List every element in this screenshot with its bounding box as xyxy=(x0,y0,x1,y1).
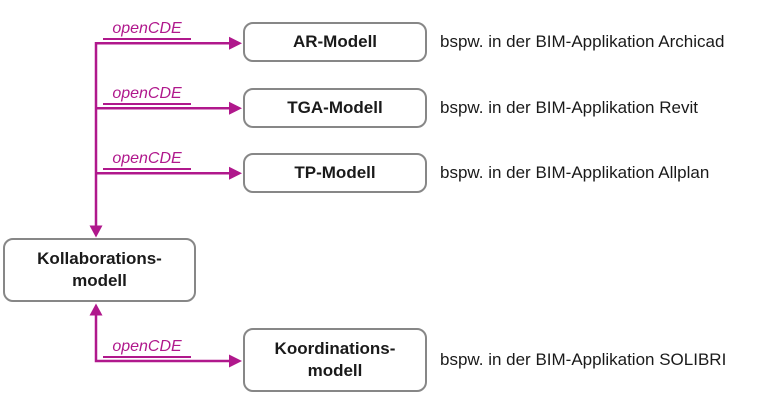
arrowhead-koordination xyxy=(229,354,242,368)
arrowhead-tga xyxy=(229,101,242,115)
node-koordinationsmodell: Koordinations- modell xyxy=(243,328,427,392)
opencde-label-koordination: openCDE xyxy=(103,338,191,358)
opencde-label-ar: openCDE xyxy=(103,20,191,40)
arrowhead-down-hub xyxy=(89,225,103,238)
note-allplan: bspw. in der BIM-Applikation Allplan xyxy=(440,163,710,182)
note-archicad: bspw. in der BIM-Applikation Archicad xyxy=(440,32,725,51)
note-revit: bspw. in der BIM-Applikation Revit xyxy=(440,98,698,117)
branch-line-koordination xyxy=(94,315,229,363)
node-ar-modell: AR-Modell xyxy=(243,22,427,62)
node-tp-modell: TP-Modell xyxy=(243,153,427,193)
node-tga-modell: TGA-Modell xyxy=(243,88,427,128)
node-kollaborationsmodell: Kollaborations- modell xyxy=(3,238,196,302)
opencde-label-tga: openCDE xyxy=(103,85,191,105)
opencde-label-tp: openCDE xyxy=(103,150,191,170)
note-solibri: bspw. in der BIM-Applikation SOLIBRI xyxy=(440,350,727,369)
arrowhead-ar xyxy=(229,36,242,50)
arrowhead-up-hub xyxy=(89,303,103,316)
arrowhead-tp xyxy=(229,166,242,180)
